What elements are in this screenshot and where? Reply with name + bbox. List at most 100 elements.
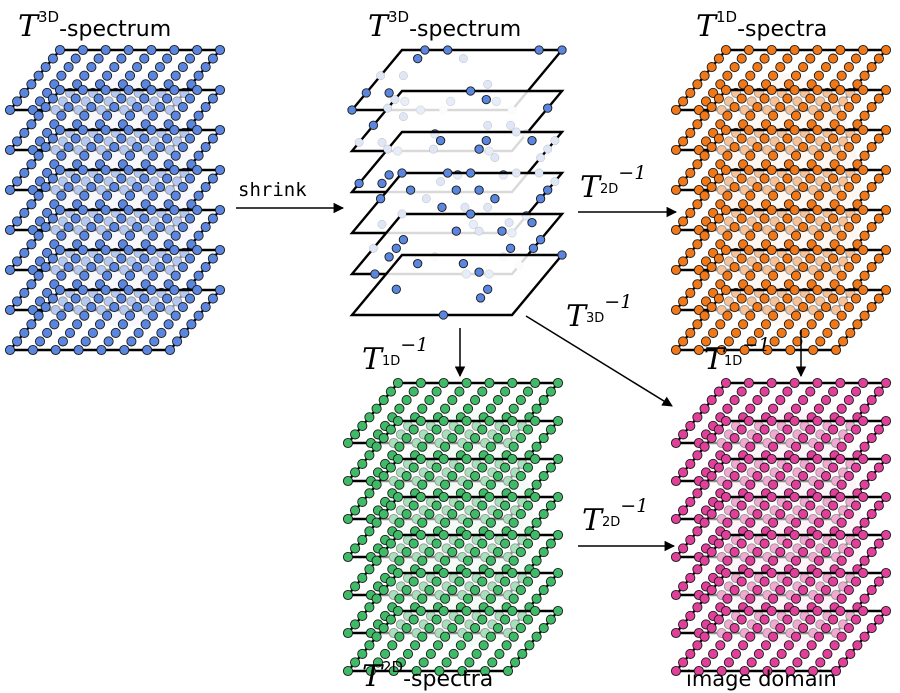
grid-dot	[26, 119, 37, 130]
grid-dot	[47, 253, 58, 264]
grid-dot	[465, 86, 476, 96]
grid-dot	[836, 310, 847, 321]
grid-dot	[736, 538, 747, 549]
grid-dot	[462, 441, 474, 452]
grid-dot	[342, 665, 354, 677]
grid-dot	[357, 496, 368, 507]
grid-dot	[162, 173, 173, 184]
grid-dot	[799, 327, 810, 338]
grid-dot	[766, 44, 777, 56]
grid-dot	[808, 344, 819, 356]
grid-dot	[154, 262, 166, 273]
grid-dot	[528, 243, 539, 253]
grid-dot	[858, 204, 869, 216]
grid-dot	[706, 585, 717, 596]
grid-dot	[102, 150, 113, 161]
grid-dot	[538, 509, 549, 520]
grid-dot	[123, 164, 134, 176]
grid-dot	[699, 270, 710, 281]
grid-dot	[843, 262, 854, 273]
grid-dot	[415, 415, 426, 427]
grid-dot	[417, 441, 428, 452]
grid-dot	[722, 441, 733, 452]
grid-dot	[530, 567, 541, 579]
grid-dot	[19, 247, 30, 258]
grid-dot	[140, 319, 151, 330]
grid-dot	[364, 602, 375, 613]
grid-dot	[109, 62, 120, 73]
grid-dot	[790, 190, 802, 201]
grid-dot	[716, 344, 727, 356]
grid-dot	[110, 327, 121, 338]
grid-dot	[729, 302, 740, 313]
grid-dot	[720, 204, 732, 216]
grid-dot	[350, 467, 361, 478]
grid-dot	[177, 262, 188, 273]
grid-dot	[485, 517, 496, 528]
grid-dot	[760, 640, 772, 651]
grid-dot	[713, 462, 724, 473]
grid-dot	[477, 576, 488, 587]
grid-dot	[790, 70, 802, 81]
grid-dot	[109, 302, 120, 313]
grid-dot	[805, 500, 816, 511]
grid-dot	[789, 204, 800, 216]
grid-dot	[743, 453, 754, 465]
grid-dot	[109, 182, 120, 193]
grid-dot	[843, 471, 854, 482]
grid-dot	[139, 133, 150, 144]
grid-dot	[866, 102, 877, 113]
grid-dot	[484, 415, 495, 427]
grid-dot	[843, 623, 854, 634]
grid-dot	[822, 648, 833, 659]
grid-dot	[766, 491, 777, 503]
grid-dot	[447, 509, 458, 520]
grid-dot	[371, 555, 382, 566]
grid-dot	[745, 631, 756, 642]
grid-dot	[850, 424, 862, 435]
grid-dot	[461, 453, 472, 465]
grid-dot	[438, 310, 449, 320]
grid-dot	[511, 168, 521, 178]
grid-dot	[530, 605, 541, 617]
grid-dot	[693, 665, 704, 677]
grid-dot	[522, 538, 534, 549]
grid-dot	[835, 377, 846, 389]
grid-dot	[19, 167, 30, 178]
grid-dot	[47, 53, 58, 64]
grid-dot	[385, 386, 396, 397]
grid-dot	[699, 403, 710, 414]
grid-dot	[200, 182, 211, 193]
grid-dot	[692, 640, 703, 651]
grid-dot	[207, 293, 218, 304]
grid-dot	[713, 500, 724, 511]
grid-dot	[790, 230, 802, 241]
grid-dot	[790, 555, 802, 566]
grid-dot	[752, 547, 763, 558]
grid-dot	[77, 284, 88, 296]
grid-dot	[768, 230, 779, 241]
grid-dot	[461, 377, 472, 389]
grid-dot	[193, 270, 204, 281]
grid-dot	[462, 403, 474, 414]
grid-dot	[394, 403, 405, 414]
grid-dot	[812, 567, 823, 579]
grid-dot	[789, 164, 800, 176]
grid-dot	[342, 475, 354, 487]
grid-dot	[531, 593, 542, 604]
grid-dot	[782, 253, 793, 264]
grid-dot	[19, 327, 30, 338]
grid-dot	[873, 538, 884, 549]
grid-dot	[4, 184, 16, 196]
grid-dot	[730, 648, 742, 659]
grid-dot	[806, 640, 817, 651]
grid-dot	[828, 500, 839, 511]
grid-dot	[102, 70, 113, 81]
grid-dot	[26, 159, 37, 170]
grid-dot	[685, 610, 696, 621]
label-bm-to-br: T2D−1	[582, 495, 648, 538]
grid-dot	[766, 605, 777, 617]
grid-dot	[850, 293, 862, 304]
grid-dot	[177, 102, 188, 113]
grid-dot	[147, 230, 158, 241]
